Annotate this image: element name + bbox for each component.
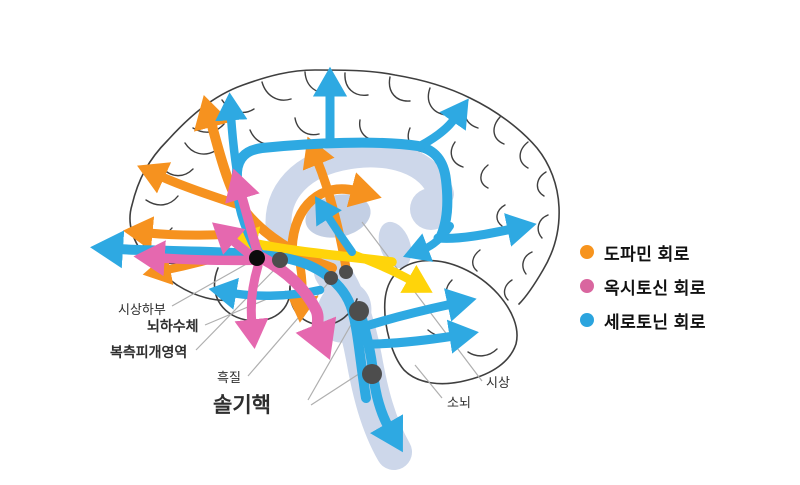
cerebrum-silhouette [129, 69, 560, 305]
dopamine-legend-dot-icon [580, 245, 594, 259]
dopamine-arrow-left [122, 216, 257, 251]
serotonin-legend-label: 세로토닌 회로 [604, 312, 707, 332]
label-pituitary: 뇌하수체 [147, 318, 199, 334]
label-vta: 복측피개영역 [110, 344, 187, 360]
thalamus-pointer [361, 221, 483, 382]
substantia-nigra-dot-1 [324, 271, 338, 285]
vta-dot [272, 252, 288, 268]
serotonin-arrow-occipital-small [403, 222, 454, 262]
dopamine-arrow-striatum [287, 172, 382, 253]
serotonin-arrow-thalamus [314, 196, 356, 256]
oxytocin-arrow-pituitary [234, 261, 269, 350]
oxytocin-arrow-down-right [256, 252, 337, 360]
raphe-nucleus-dot-2 [362, 364, 382, 384]
vta-pointer [195, 266, 278, 351]
label-thalamus: 시상 [486, 375, 510, 390]
legend-item-oxytocin: 옥시토신 회로 [580, 269, 706, 303]
substantia-nigra-dot-2 [339, 265, 353, 279]
oxytocin-arrow-up [225, 168, 263, 259]
serotonin-arrow-cerebellum-lower [363, 319, 479, 354]
serotonin-arrow-frontal [90, 230, 371, 403]
legend-item-serotonin: 세로토닌 회로 [580, 303, 706, 337]
label-substantia-nigra: 흑질 [217, 370, 241, 385]
yellow-pathways [225, 226, 433, 293]
oxytocin-legend-label: 옥시토신 회로 [604, 278, 707, 298]
legend-item-dopamine: 도파민 회로 [580, 235, 706, 269]
nuclei-dots [249, 250, 382, 384]
corpus-callosum-shape [265, 141, 454, 250]
serotonin-arrow-parietal [415, 98, 469, 151]
legend: 도파민 회로 옥시토신 회로 세로토닌 회로 [580, 235, 706, 337]
hypothalamus-dot [249, 250, 265, 266]
serotonin-arrow-cerebellum-upper [361, 288, 477, 331]
raphe-nucleus-dot-1 [349, 301, 369, 321]
label-raphe-nucleus: 솔기핵 [213, 394, 271, 417]
serotonin-arrow-frontal-top [215, 92, 248, 177]
label-cerebellum: 소뇌 [447, 395, 471, 410]
anatomy-labels: 시상하부 뇌하수체 복측피개영역 흑질 솔기핵 시상 소뇌 [110, 302, 510, 417]
yellow-arrow-right [347, 249, 433, 293]
label-hypothalamus: 시상하부 [118, 302, 166, 317]
dopamine-legend-label: 도파민 회로 [604, 244, 690, 264]
oxytocin-legend-dot-icon [580, 279, 594, 293]
serotonin-legend-dot-icon [580, 313, 594, 327]
cerebellum-pointer [414, 364, 443, 399]
